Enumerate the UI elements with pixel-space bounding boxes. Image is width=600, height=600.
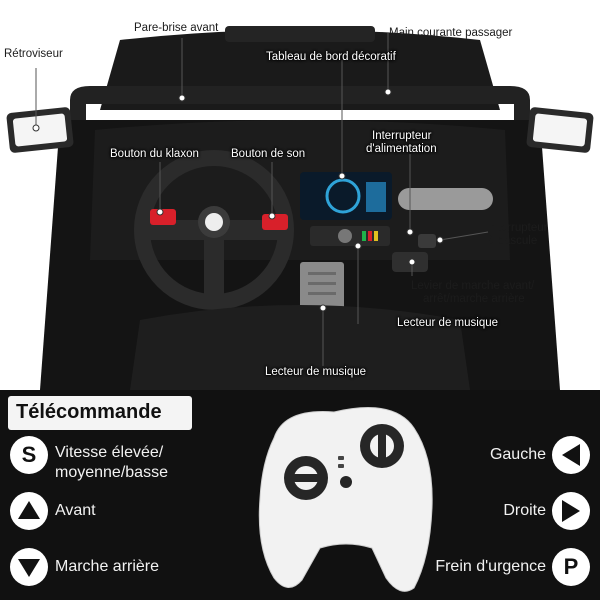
remote-title-box: Télécommande — [8, 396, 192, 430]
label-gauche: Gauche — [489, 446, 546, 463]
callout-retroviseur: Rétroviseur — [4, 48, 63, 60]
label-droite: Droite — [503, 502, 546, 519]
steering-logo — [205, 213, 223, 231]
callout-pare-brise: Pare-brise avant — [134, 22, 219, 34]
triangle-down-icon — [10, 548, 48, 586]
remote-led-1 — [338, 456, 344, 460]
speed-s-icon: S — [10, 436, 48, 474]
callout-interrupteur-bascule-line1: Interrupteur — [488, 222, 548, 234]
mirror-left-glass — [12, 113, 68, 147]
callout-dots — [32, 88, 444, 312]
remote-control-illustration — [258, 407, 433, 592]
pedal-ridge-2 — [308, 282, 336, 285]
car-cockpit-illustration — [6, 26, 594, 390]
led-yellow — [374, 231, 378, 241]
right-joystick-bar — [378, 432, 386, 460]
label-avant: Avant — [55, 502, 96, 519]
callout-bouton-klaxon: Bouton du klaxon — [110, 148, 199, 160]
pedal-ridge-3 — [308, 292, 336, 295]
remote-led-2 — [338, 464, 344, 468]
horn-button — [150, 209, 176, 225]
seat — [130, 305, 470, 390]
steering-wheel — [134, 150, 294, 310]
triangle-left-icon — [552, 436, 590, 474]
sound-button — [262, 214, 288, 230]
left-joystick-bar — [292, 474, 320, 482]
callout-lecteur-musique-1: Lecteur de musique — [397, 317, 499, 329]
callout-interrupteur-alim-line1: Interrupteur — [372, 130, 432, 142]
windshield-top — [225, 26, 375, 42]
led-green — [362, 231, 366, 241]
label-vitesse-line1: Vitesse élevée/ — [55, 444, 164, 461]
toggle-switch — [418, 234, 436, 248]
callout-lecteur-musique-2: Lecteur de musique — [265, 366, 367, 378]
callout-interrupteur-bascule-line2: à bascule — [488, 235, 538, 247]
remote-title: Télécommande — [16, 401, 162, 423]
speed-s-glyph: S — [21, 442, 37, 467]
mirror-right-glass — [532, 113, 588, 147]
led-red — [368, 231, 372, 241]
triangle-right-icon — [552, 492, 590, 530]
label-vitesse-line2: moyenne/basse — [55, 464, 168, 481]
pedal-ridge-1 — [308, 272, 336, 275]
steering-column — [204, 230, 224, 300]
callout-levier-line1: Levier de marche avant/ — [411, 280, 535, 292]
callout-levier-line2: arrêt/marche arrière — [423, 293, 525, 305]
display-bar — [366, 182, 386, 212]
label-marche-arriere: Marche arrière — [55, 558, 160, 575]
callout-main-courante: Main courante passager — [389, 27, 513, 39]
power-switch-knob — [338, 229, 352, 243]
remote-body — [258, 407, 433, 592]
passenger-handle — [398, 188, 493, 210]
parking-p-glyph: P — [563, 554, 579, 579]
callout-lines — [35, 33, 489, 366]
callout-tableau-de-bord: Tableau de bord décoratif — [266, 51, 396, 63]
triangle-up-icon — [10, 492, 48, 530]
label-frein-urgence: Frein d'urgence — [435, 558, 546, 575]
remote-center-button — [340, 476, 352, 488]
callout-bouton-son: Bouton de son — [231, 148, 306, 160]
car-cockpit-section: Rétroviseur Pare-brise avant Main couran… — [4, 22, 594, 390]
display-gauge — [325, 178, 361, 214]
roll-bar — [70, 86, 530, 120]
callout-interrupteur-alim-line2: d'alimentation — [366, 143, 437, 155]
parking-p-icon: P — [552, 548, 590, 586]
